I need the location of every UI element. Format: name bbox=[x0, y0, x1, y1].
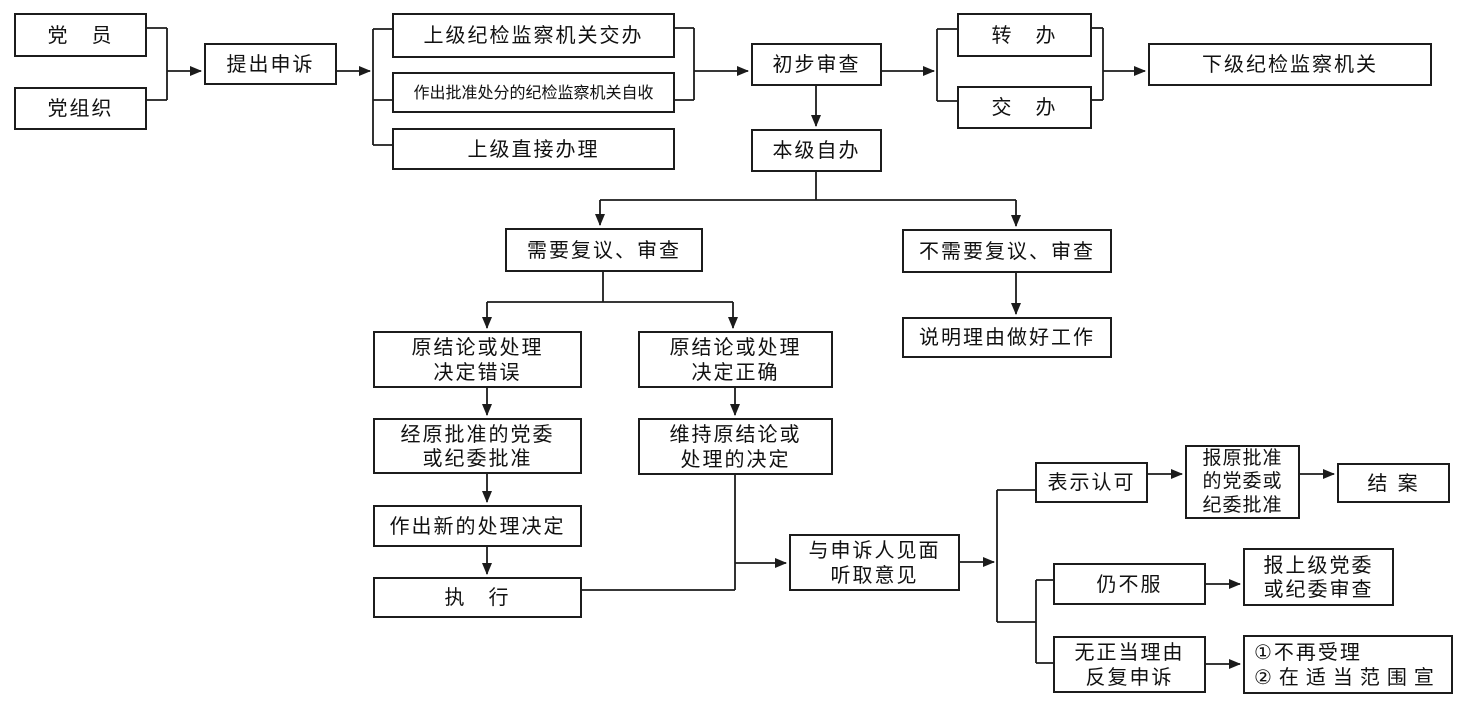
node-case-closed: 结 案 bbox=[1337, 463, 1450, 503]
node-express-approval: 表示认可 bbox=[1035, 462, 1148, 503]
final-outcome-line-1: ①不再受理 bbox=[1254, 640, 1362, 665]
node-new-decision: 作出新的处理决定 bbox=[373, 505, 582, 547]
node-higher-direct-handle: 上级直接办理 bbox=[392, 128, 675, 170]
node-file-appeal: 提出申诉 bbox=[204, 43, 337, 85]
node-preliminary-review: 初步审查 bbox=[751, 43, 882, 86]
node-maintain-original: 维持原结论或 处理的决定 bbox=[638, 418, 833, 475]
node-original-committee-approve: 经原批准的党委 或纪委批准 bbox=[373, 418, 582, 474]
node-still-refuse: 仍不服 bbox=[1053, 563, 1206, 605]
node-party-member: 党 员 bbox=[14, 13, 147, 57]
node-no-need-review: 不需要复议、审查 bbox=[902, 229, 1112, 273]
node-higher-organ-assign: 上级纪检监察机关交办 bbox=[392, 13, 675, 58]
node-need-review: 需要复议、审查 bbox=[505, 228, 703, 272]
node-execute: 执 行 bbox=[373, 577, 582, 618]
node-approving-organ-receive: 作出批准处分的纪检监察机关自收 bbox=[392, 72, 675, 113]
node-original-wrong: 原结论或处理 决定错误 bbox=[373, 331, 582, 388]
node-assign: 交 办 bbox=[957, 86, 1092, 129]
node-repeat-appeal-no-reason: 无正当理由 反复申诉 bbox=[1053, 636, 1206, 693]
node-self-handle: 本级自办 bbox=[751, 129, 882, 172]
node-report-higher-committee: 报上级党委 或纪委审查 bbox=[1243, 548, 1394, 606]
node-final-outcome: ①不再受理 ②在适当范围宣 bbox=[1243, 635, 1453, 694]
node-party-organization: 党组织 bbox=[14, 87, 147, 130]
node-original-correct: 原结论或处理 决定正确 bbox=[638, 331, 833, 388]
node-lower-organ: 下级纪检监察机关 bbox=[1148, 43, 1432, 86]
node-explain-reasons: 说明理由做好工作 bbox=[902, 317, 1112, 358]
final-outcome-line-2: ②在适当范围宣 bbox=[1254, 664, 1441, 689]
node-transfer: 转 办 bbox=[957, 13, 1092, 57]
node-meet-appellant: 与申诉人见面 听取意见 bbox=[789, 534, 960, 591]
node-report-original-committee: 报原批准 的党委或 纪委批准 bbox=[1185, 445, 1300, 519]
